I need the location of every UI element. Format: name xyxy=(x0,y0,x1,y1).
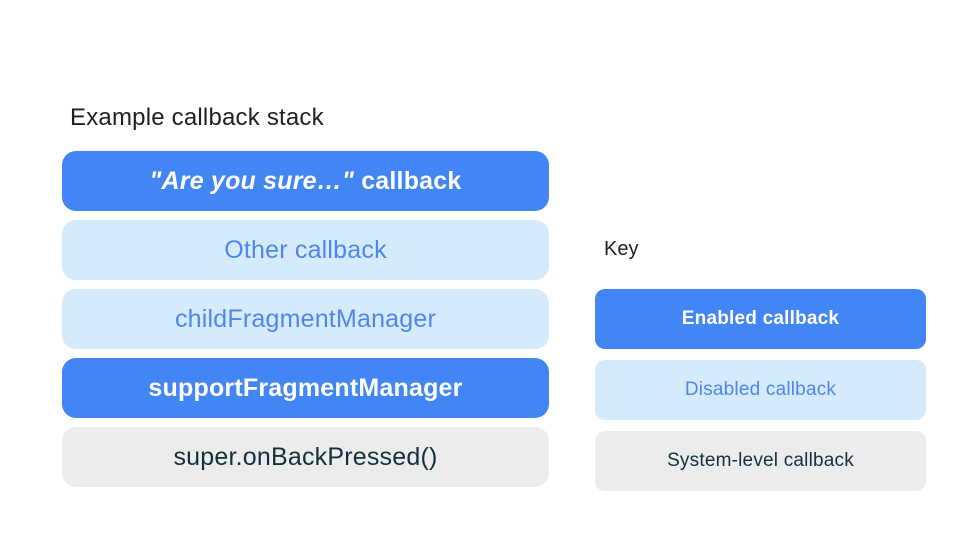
stack-item-super-on-back-pressed: super.onBackPressed() xyxy=(62,427,549,487)
stack-item-label-italic: "Are you sure…" xyxy=(149,166,355,195)
legend-item-enabled-callback: Enabled callback xyxy=(595,289,926,349)
stack-item-are-you-sure-callback: "Are you sure…" callback xyxy=(62,151,549,211)
callback-stack: Example callback stack "Are you sure…" c… xyxy=(62,102,549,487)
stack-item-label-rest: callback xyxy=(354,166,462,195)
legend-item-system-level-callback: System-level callback xyxy=(595,431,926,491)
legend: Key Enabled callback Disabled callback S… xyxy=(595,236,926,491)
stack-box-list: "Are you sure…" callback Other callback … xyxy=(62,151,549,487)
stack-title: Example callback stack xyxy=(70,104,324,131)
legend-title: Key xyxy=(604,238,639,260)
stack-item-child-fragment-manager: childFragmentManager xyxy=(62,289,549,349)
legend-box-list: Enabled callback Disabled callback Syste… xyxy=(595,289,926,491)
stack-item-support-fragment-manager: supportFragmentManager xyxy=(62,358,549,418)
legend-item-disabled-callback: Disabled callback xyxy=(595,360,926,420)
stack-item-other-callback: Other callback xyxy=(62,220,549,280)
